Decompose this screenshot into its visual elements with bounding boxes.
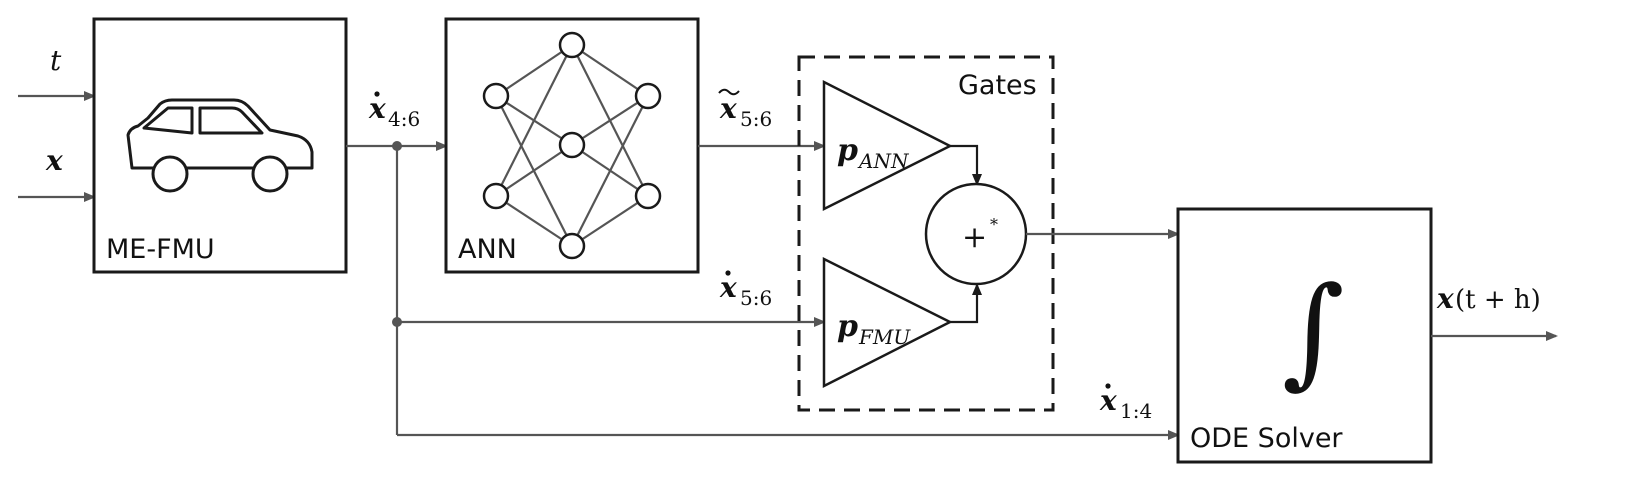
input-x-label: x [45, 144, 63, 177]
svg-text:(t + h): (t + h) [1455, 285, 1541, 315]
svg-text:1:4: 1:4 [1120, 399, 1152, 423]
p-fmu-to-sum-wire [950, 283, 982, 324]
neural-network-icon [482, 31, 662, 260]
svg-text:x: x [368, 92, 386, 125]
junction-dot-top [392, 141, 402, 151]
p-fmu-gain [822, 256, 953, 389]
ode-solver-label: ODE Solver [1190, 423, 1343, 454]
svg-text:5:6: 5:6 [740, 107, 772, 131]
svg-text:4:6: 4:6 [388, 107, 420, 131]
p-ann-gain [822, 79, 953, 212]
integral-symbol: ∫ [1282, 262, 1345, 401]
xtilde-5-6-label: x 5:6 [718, 88, 772, 131]
fmu-block [92, 17, 348, 274]
input-t-label: t [50, 44, 62, 77]
xdot-4-6-label: x 4:6 [368, 91, 420, 131]
svg-text:x: x [719, 92, 737, 125]
svg-text:+: + [962, 220, 987, 255]
svg-text:p: p [837, 309, 858, 344]
svg-text:FMU: FMU [858, 325, 911, 349]
output-label: x (t + h) [1436, 282, 1541, 315]
p-ann-to-sum-wire [950, 144, 982, 186]
svg-text:ANN: ANN [857, 149, 910, 173]
sum-operator: + * [962, 215, 998, 255]
p-fmu-label: p FMU [837, 309, 911, 349]
ode-solver-block [1176, 207, 1433, 464]
ann-label: ANN [458, 234, 517, 265]
fmu-label: ME-FMU [106, 234, 215, 265]
svg-text:x: x [1436, 282, 1454, 315]
p-ann-label: p ANN [837, 133, 910, 173]
svg-text:p: p [837, 133, 858, 168]
svg-text:*: * [990, 215, 998, 234]
svg-text:x: x [1099, 384, 1117, 417]
gates-label: Gates [958, 70, 1037, 101]
xdot-1-4-label: x 1:4 [1099, 383, 1152, 423]
xdot-5-6-label: x 5:6 [719, 270, 772, 310]
svg-text:5:6: 5:6 [740, 286, 772, 310]
car-icon [126, 98, 314, 193]
svg-text:x: x [719, 271, 737, 304]
